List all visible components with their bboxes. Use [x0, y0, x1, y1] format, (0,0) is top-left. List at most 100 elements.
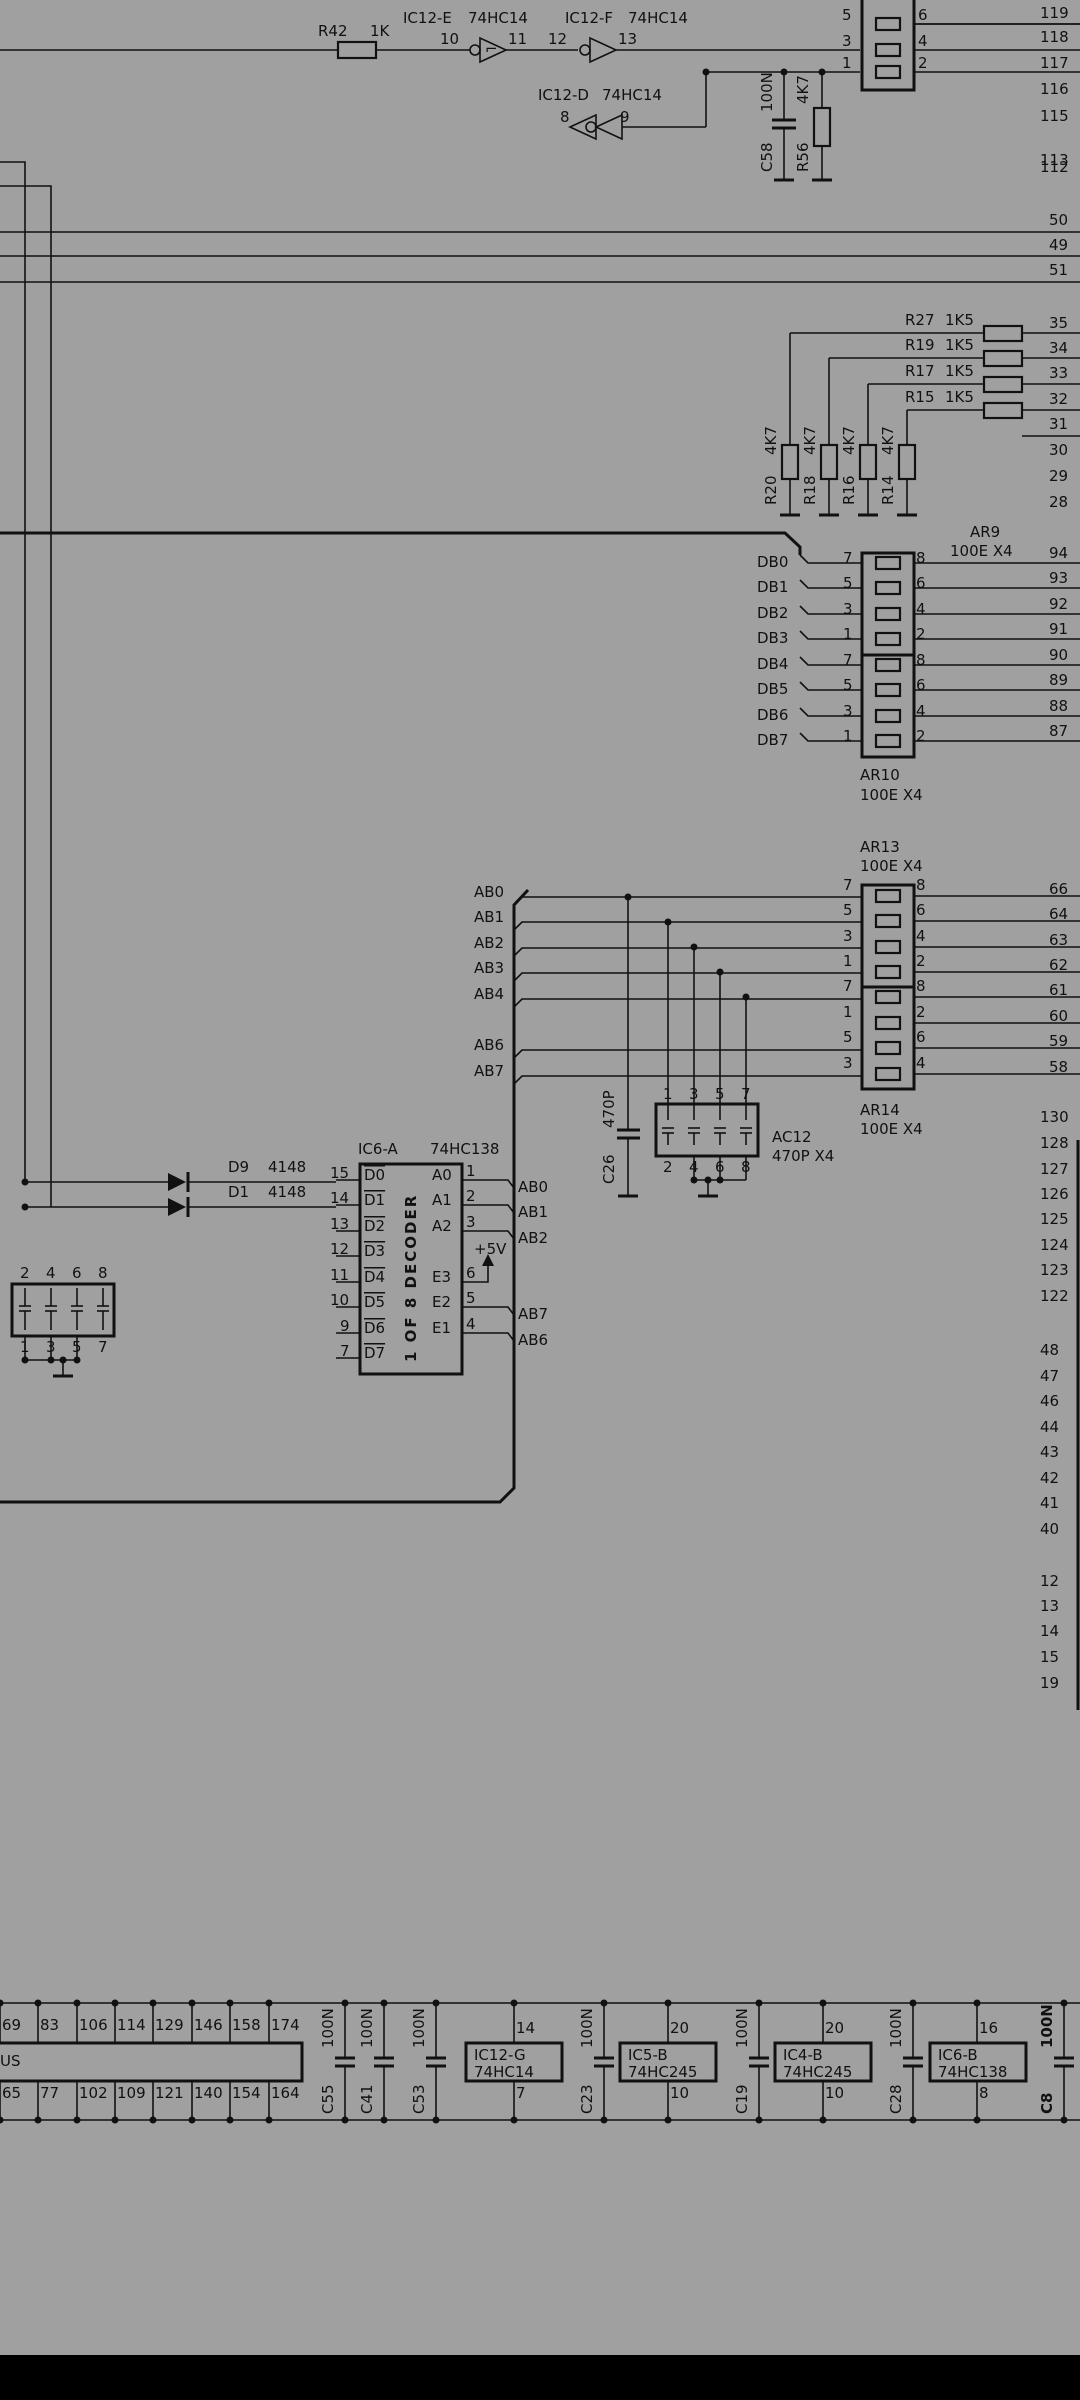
- pin-label: 65: [2, 2084, 21, 2102]
- pin-label: 7: [741, 1085, 751, 1103]
- junction-dot: [226, 2116, 234, 2124]
- array-resistor: [874, 733, 902, 749]
- pin-label: 121: [155, 2084, 184, 2102]
- left-wiring: [0, 161, 1080, 1504]
- pin-label: 12: [330, 1240, 349, 1258]
- pin-label: 6: [918, 6, 928, 24]
- resistor-value: 4K7: [879, 426, 897, 455]
- pin-label: 5: [843, 901, 853, 919]
- ab-wire: [513, 1049, 862, 1059]
- junction-dot: [73, 1356, 81, 1364]
- pin-label: 154: [232, 2084, 261, 2102]
- pin-label: 15: [330, 1164, 349, 1182]
- junction-dot: [909, 2116, 917, 2124]
- ic-part: 74HC14: [474, 2063, 534, 2081]
- pin-label: 164: [271, 2084, 300, 2102]
- edge-pin-number: 61: [1049, 981, 1068, 999]
- junction-dot: [664, 2116, 672, 2124]
- vcc-label: +5V: [474, 1240, 507, 1258]
- diode-label: D1: [228, 1183, 249, 1201]
- pin-label: 16: [979, 2019, 998, 2037]
- r56-label: R56: [794, 142, 812, 172]
- edge-pin-number: 127: [1040, 1160, 1069, 1178]
- pin-label: 77: [40, 2084, 59, 2102]
- diode-value: 4148: [268, 1183, 306, 1201]
- edge-pin-number: 87: [1049, 722, 1068, 740]
- c26-value: 470P: [600, 1090, 618, 1128]
- junction-dot: [149, 2116, 157, 2124]
- junction-dot: [819, 1999, 827, 2007]
- net-label: AB7: [474, 1062, 504, 1080]
- pin-label: 3: [842, 32, 852, 50]
- cap-value: 100N: [887, 2008, 905, 2048]
- resistor-label: R16: [840, 475, 858, 505]
- db-wire: [799, 605, 862, 615]
- resistor-label: R27: [905, 311, 935, 329]
- junction-dot: [510, 1999, 518, 2007]
- pin-label: 4: [916, 1054, 926, 1072]
- resistor-label: R18: [801, 475, 819, 505]
- array-resistor: [874, 606, 902, 622]
- junction-dot: [265, 2116, 273, 2124]
- resistor-value: 1K5: [945, 388, 974, 406]
- pulldown-resistor: [819, 443, 839, 481]
- junction-dot: [1060, 2116, 1068, 2124]
- db-wire: [799, 554, 862, 564]
- resistor-array-ar14: [860, 985, 916, 1091]
- pin-label: 69: [2, 2016, 21, 2034]
- junction-dot: [34, 1999, 42, 2007]
- junction-dot: [341, 1999, 349, 2007]
- edge-pin-number: 64: [1049, 905, 1068, 923]
- c58-value: 100N: [758, 72, 776, 112]
- pin-label: 6: [916, 676, 926, 694]
- net-label: DB5: [757, 680, 788, 698]
- edge-pin-number: 40: [1040, 1520, 1059, 1538]
- decoder-input: A0: [432, 1166, 452, 1184]
- pin-label: 6: [916, 1028, 926, 1046]
- junction-dot: [21, 1178, 29, 1186]
- pin-label: 3: [466, 1213, 476, 1231]
- junction-dot: [600, 2116, 608, 2124]
- vcc-wire: [462, 1264, 489, 1283]
- pin-label: 10: [670, 2084, 689, 2102]
- edge-pin-number: 88: [1049, 697, 1068, 715]
- resistor-label: R14: [879, 475, 897, 505]
- edge-pin-number: 93: [1049, 569, 1068, 587]
- edge-pin-number: 91: [1049, 620, 1068, 638]
- junction-dot: [716, 968, 724, 976]
- vcc-arrow: [482, 1254, 494, 1266]
- junction-dot: [149, 1999, 157, 2007]
- edge-pin-number: 58: [1049, 1058, 1068, 1076]
- edge-pin-number: 130: [1040, 1108, 1069, 1126]
- edge-pin-number: 59: [1049, 1032, 1068, 1050]
- pin-label: 4: [918, 32, 928, 50]
- pin-label: 13: [330, 1215, 349, 1233]
- edge-pin-number: 46: [1040, 1392, 1059, 1410]
- ic12f-label: IC12-F: [565, 9, 613, 27]
- decoder-output: D1: [364, 1191, 385, 1209]
- edge-pin-number: 32: [1049, 390, 1068, 408]
- diode-body: [168, 1173, 186, 1191]
- pin-label: 1: [842, 54, 852, 72]
- pin-label: 129: [155, 2016, 184, 2034]
- pin-label: 2: [466, 1187, 476, 1205]
- pin-label: 109: [117, 2084, 146, 2102]
- cap-value: 100N: [410, 2008, 428, 2048]
- edge-pin-number: 48: [1040, 1341, 1059, 1359]
- capacitor-array-ac12: [654, 1102, 760, 1158]
- junction-dot: [973, 1999, 981, 2007]
- pin-label: 7: [843, 977, 853, 995]
- diode-label: D9: [228, 1158, 249, 1176]
- array-resistor: [874, 631, 902, 647]
- array-resistor: [874, 580, 902, 596]
- decoder-output: D6: [364, 1319, 385, 1337]
- array-resistor: [874, 989, 902, 1005]
- edge-pin-number: 113: [1040, 151, 1069, 169]
- decoder-title: 1 OF 8 DECODER: [402, 1194, 420, 1362]
- decoder-output: D5: [364, 1293, 385, 1311]
- edge-pin-number: 43: [1040, 1443, 1059, 1461]
